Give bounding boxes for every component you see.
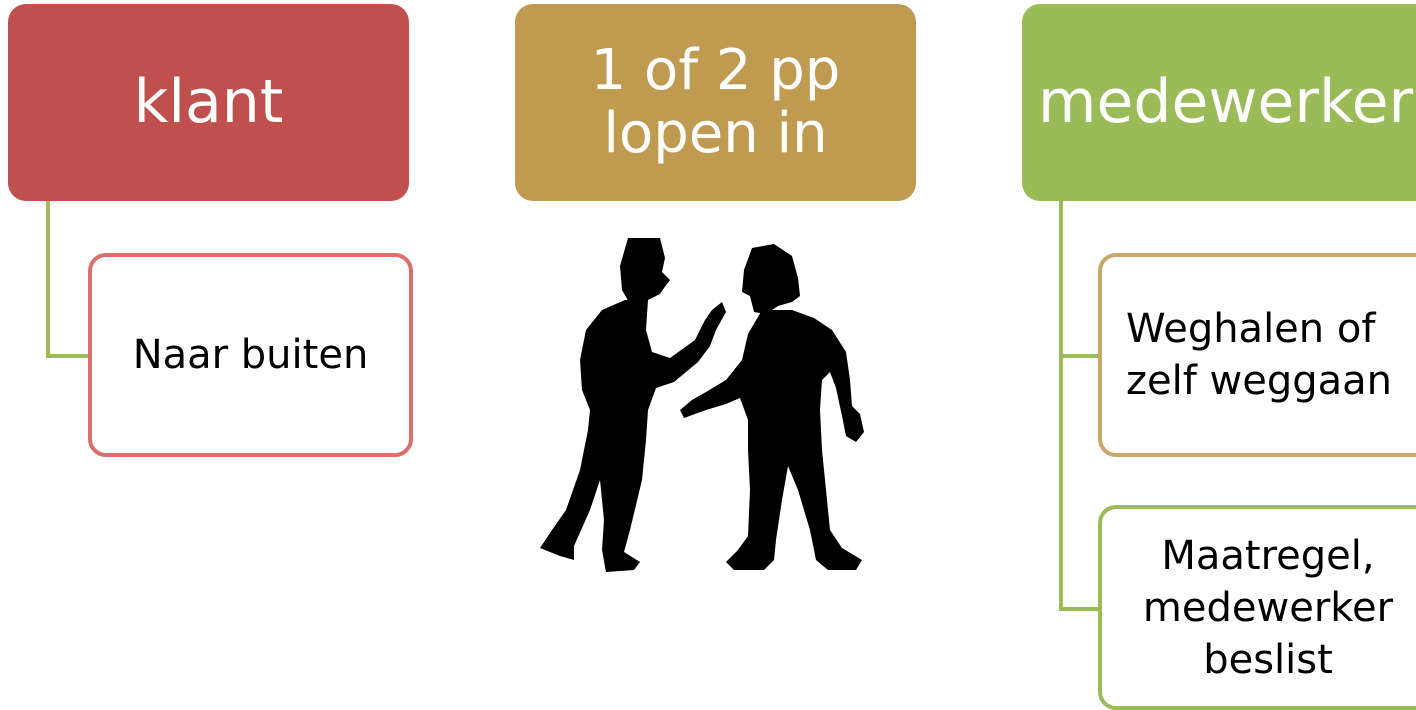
- left-figure-head: [620, 238, 670, 304]
- card-naar-buiten: Naar buiten: [88, 253, 413, 457]
- card-maatregel-line1: Maatregel,: [1161, 532, 1375, 579]
- connector-left-horizontal: [46, 354, 90, 358]
- header-lopen-in: 1 of 2 pp lopen in: [515, 4, 916, 201]
- header-medewerker-label: medewerker: [1038, 66, 1414, 137]
- card-maatregel: Maatregel, medewerker beslist: [1098, 505, 1416, 710]
- connector-right-horizontal-2: [1059, 607, 1100, 611]
- card-maatregel-line3: beslist: [1203, 636, 1333, 683]
- two-people-arguing-icon: [540, 238, 864, 572]
- header-lopen-in-line2: lopen in: [603, 100, 828, 166]
- header-klant-label: klant: [133, 66, 284, 137]
- header-klant: klant: [8, 4, 409, 201]
- card-weghalen-line2: zelf weggaan: [1126, 358, 1392, 404]
- header-medewerker: medewerker: [1022, 4, 1416, 201]
- connector-right-horizontal-1: [1059, 354, 1100, 358]
- left-figure-body: [540, 300, 726, 572]
- card-weghalen-line1: Weghalen of: [1126, 306, 1376, 352]
- connector-left-vertical: [46, 201, 50, 358]
- card-maatregel-line2: medewerker: [1142, 584, 1394, 631]
- connector-right-vertical: [1059, 201, 1063, 611]
- header-lopen-in-line1: 1 of 2 pp: [590, 37, 841, 103]
- right-figure-head: [742, 244, 800, 314]
- right-figure-body: [680, 310, 864, 570]
- card-naar-buiten-label: Naar buiten: [132, 332, 369, 378]
- card-weghalen: Weghalen of zelf weggaan: [1098, 253, 1416, 457]
